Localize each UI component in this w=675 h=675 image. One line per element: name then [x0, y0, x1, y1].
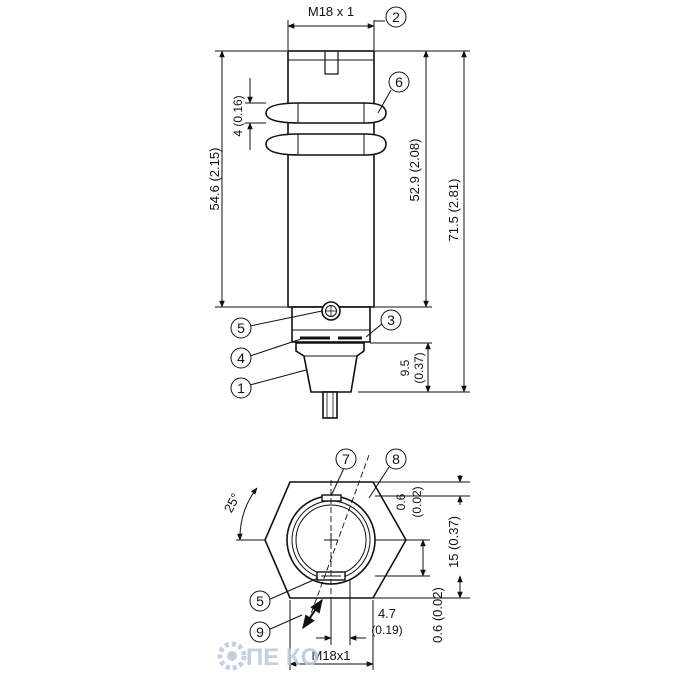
callout-5-front-label: 5 — [256, 593, 264, 609]
callout-8 — [385, 448, 407, 470]
hex-nut-upper — [265, 102, 387, 124]
callout-1-label: 1 — [237, 380, 245, 396]
dim-offset-a-value: 0.6 — [394, 493, 408, 510]
dim-led-distance: 15 (0.37) — [446, 516, 461, 568]
dim-offset-b: 0.6 (0.02) — [430, 587, 445, 643]
side-view-dimensions — [215, 20, 470, 393]
callout-3 — [380, 309, 402, 331]
callout-7 — [335, 448, 357, 470]
cable-gland — [295, 342, 365, 393]
dim-width-inch: (0.19) — [371, 623, 402, 637]
callout-3-label: 3 — [387, 312, 395, 328]
callout-4-label: 4 — [237, 350, 245, 366]
callout-8-label: 8 — [392, 451, 400, 467]
side-view — [265, 50, 387, 419]
dim-width-value: 4.7 — [378, 606, 396, 621]
dim-top-thread: M18 x 1 — [308, 4, 354, 19]
front-view — [236, 454, 407, 640]
watermark-text: ПЕ КО — [246, 644, 319, 671]
front-callouts — [249, 448, 407, 643]
callout-2 — [385, 6, 407, 28]
dim-cable-exit-value: 9.5 — [398, 359, 412, 376]
front-view-dimensions — [236, 475, 470, 670]
dim-offset-a-inch: (0.02) — [410, 486, 424, 517]
dim-housing-length: 52.9 (2.08) — [407, 139, 422, 202]
dim-cable-exit-inch: (0.37) — [412, 352, 426, 383]
callout-7-label: 7 — [342, 451, 350, 467]
callout-5-side-label: 5 — [237, 320, 245, 336]
callout-9-label: 9 — [256, 624, 264, 640]
hex-nut-lower — [265, 133, 387, 156]
dim-nut-thickness: 4 (0.16) — [231, 95, 245, 136]
callout-5-front — [249, 590, 271, 612]
callout-2-label: 2 — [392, 9, 400, 25]
callout-9 — [249, 621, 271, 643]
callout-1 — [230, 377, 252, 399]
housing-body — [287, 50, 375, 308]
dim-bottom-thread: M18x1 — [311, 648, 350, 663]
callout-4 — [230, 347, 252, 369]
watermark-logo: ПЕ КО — [217, 641, 319, 671]
dim-thread-length: 54.6 (2.15) — [207, 148, 222, 211]
cable-stub — [322, 391, 338, 419]
side-callouts — [230, 6, 410, 399]
callout-5-side — [230, 317, 252, 339]
dim-angle: 25° — [221, 491, 243, 515]
callout-6-label: 6 — [395, 74, 403, 90]
callout-6 — [388, 71, 410, 93]
dim-total-length: 71.5 (2.81) — [446, 179, 461, 242]
